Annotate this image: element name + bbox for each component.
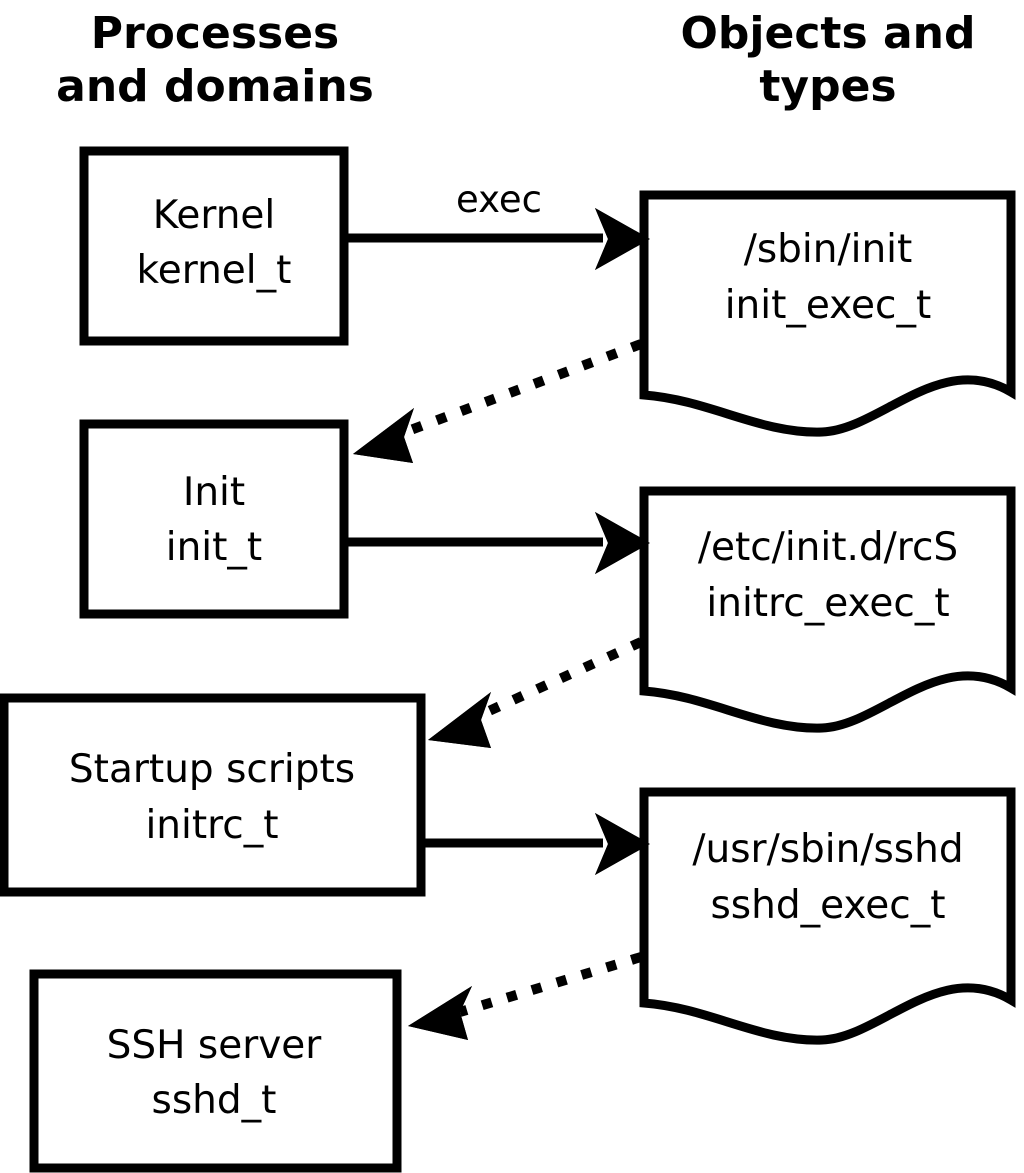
column-header-objects-line2: types [759, 61, 896, 112]
arrow-head-icon-init-to-initrc-exec [595, 512, 650, 574]
edge-line [458, 952, 643, 1017]
process-node-init-line1: Init [183, 470, 245, 515]
process-node-kernel[interactable]: Kernel kernel_t [79, 146, 349, 346]
process-node-initrc-line1: Startup scripts [69, 747, 355, 792]
process-node-initrc-box[interactable] [0, 693, 426, 897]
process-node-sshd-box[interactable] [29, 969, 402, 1173]
object-node-init-exec[interactable]: /sbin/init init_exec_t [639, 190, 1016, 437]
arrow-head-icon-kernel-to-init-exec [595, 208, 650, 270]
object-node-init-exec-line2: init_exec_t [725, 283, 932, 328]
object-node-initrc-exec[interactable]: /etc/init.d/rcS initrc_exec_t [639, 486, 1016, 733]
process-node-kernel-box[interactable] [79, 146, 349, 346]
arrow-head-icon-init-exec-to-init [353, 408, 414, 463]
object-node-sshd-exec-line1: /usr/sbin/sshd [692, 827, 963, 872]
column-header-objects-line1: Objects and [681, 8, 976, 59]
process-node-init-box[interactable] [79, 419, 349, 619]
object-node-init-exec-document-shape[interactable] [639, 190, 1016, 437]
column-header-objects: Objects and types [681, 8, 976, 112]
column-header-processes-line2: and domains [56, 61, 374, 112]
process-node-init[interactable]: Init init_t [79, 419, 349, 619]
object-node-initrc-exec-line2: initrc_exec_t [706, 581, 949, 626]
arrow-head-icon-initrc-exec-to-initrc [428, 692, 491, 748]
process-node-initrc[interactable]: Startup scripts initrc_t [0, 693, 426, 897]
arrow-head-icon-initrc-to-sshd-exec [595, 813, 650, 875]
process-node-sshd-line2: sshd_t [152, 1078, 277, 1123]
process-node-sshd[interactable]: SSH server sshd_t [29, 969, 402, 1173]
process-node-kernel-line2: kernel_t [137, 248, 292, 293]
edge-line [398, 339, 643, 439]
object-node-initrc-exec-document-shape[interactable] [639, 486, 1016, 733]
column-header-processes-line1: Processes [91, 8, 340, 59]
edge-line [475, 637, 644, 721]
object-node-initrc-exec-line1: /etc/init.d/rcS [698, 525, 958, 570]
object-node-sshd-exec-document-shape[interactable] [639, 787, 1016, 1045]
edge-label-exec: exec [456, 178, 542, 221]
arrow-heads-overlay [353, 208, 650, 1040]
object-node-sshd-exec-line2: sshd_exec_t [710, 883, 945, 928]
object-node-init-exec-line1: /sbin/init [744, 227, 913, 272]
arrow-head-icon-sshd-exec-to-sshd [408, 986, 472, 1040]
process-node-sshd-line1: SSH server [107, 1023, 323, 1068]
process-node-init-line2: init_t [166, 525, 262, 570]
object-node-sshd-exec[interactable]: /usr/sbin/sshd sshd_exec_t [639, 787, 1016, 1045]
column-header-processes: Processes and domains [56, 8, 374, 112]
process-node-kernel-line1: Kernel [153, 193, 276, 238]
process-node-initrc-line2: initrc_t [145, 803, 278, 848]
